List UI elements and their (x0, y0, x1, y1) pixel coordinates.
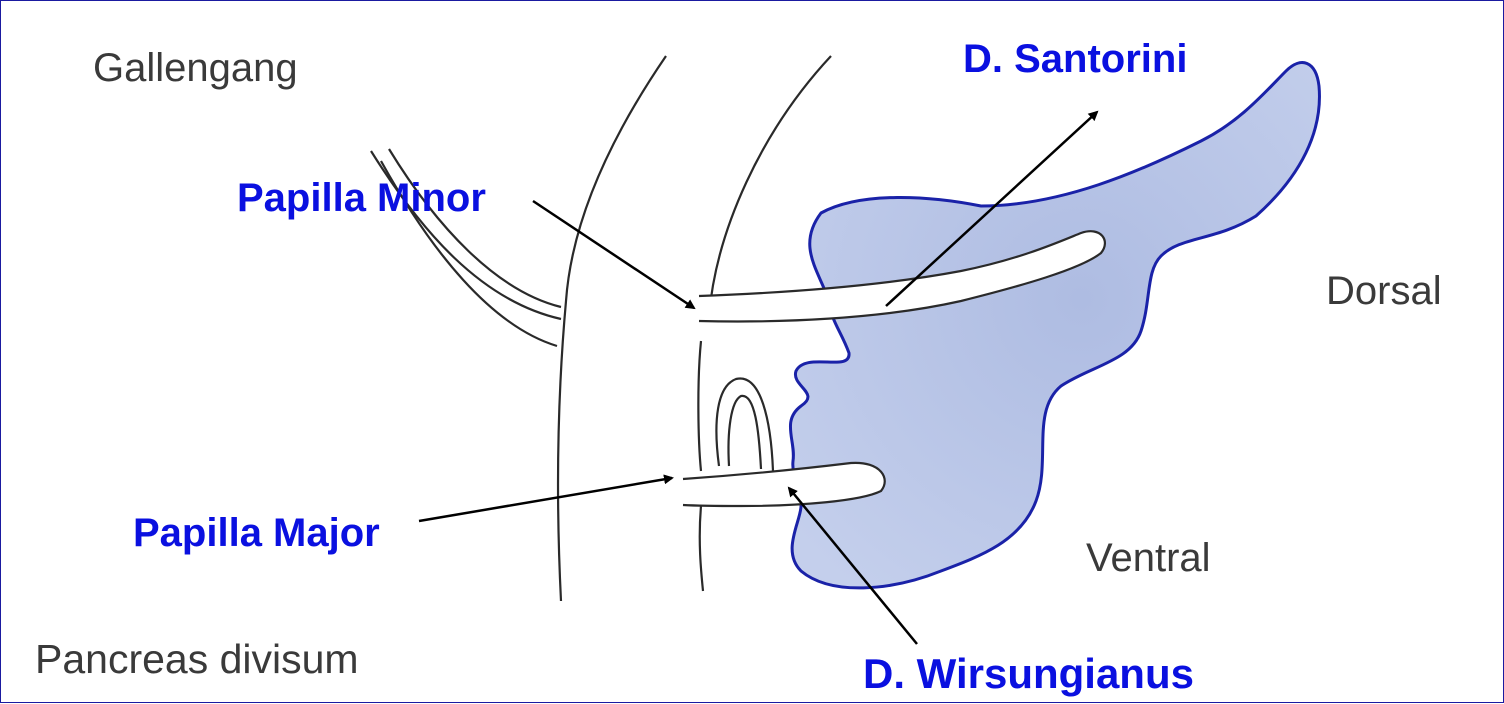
gallengang-label: Gallengang (93, 48, 298, 88)
pancreas-body (790, 63, 1319, 588)
d-santorini-label: D. Santorini (963, 39, 1187, 79)
ampulla-loop-inner (729, 396, 762, 469)
pancreas-divisum-label: Pancreas divisum (35, 639, 359, 680)
duodenum-wall-left (558, 56, 666, 601)
wirsungianus-duct (683, 463, 885, 506)
arrow-papilla-major (419, 478, 672, 521)
papilla-major-label: Papilla Major (133, 513, 380, 553)
ampulla-loop-outer (716, 378, 773, 471)
arrow-papilla-minor (533, 201, 694, 308)
bile-duct-inner (389, 149, 561, 307)
papilla-minor-label: Papilla Minor (237, 178, 486, 218)
dorsal-label: Dorsal (1326, 271, 1442, 311)
ventral-label: Ventral (1086, 538, 1211, 578)
d-wirsungianus-label: D. Wirsungianus (863, 653, 1194, 695)
